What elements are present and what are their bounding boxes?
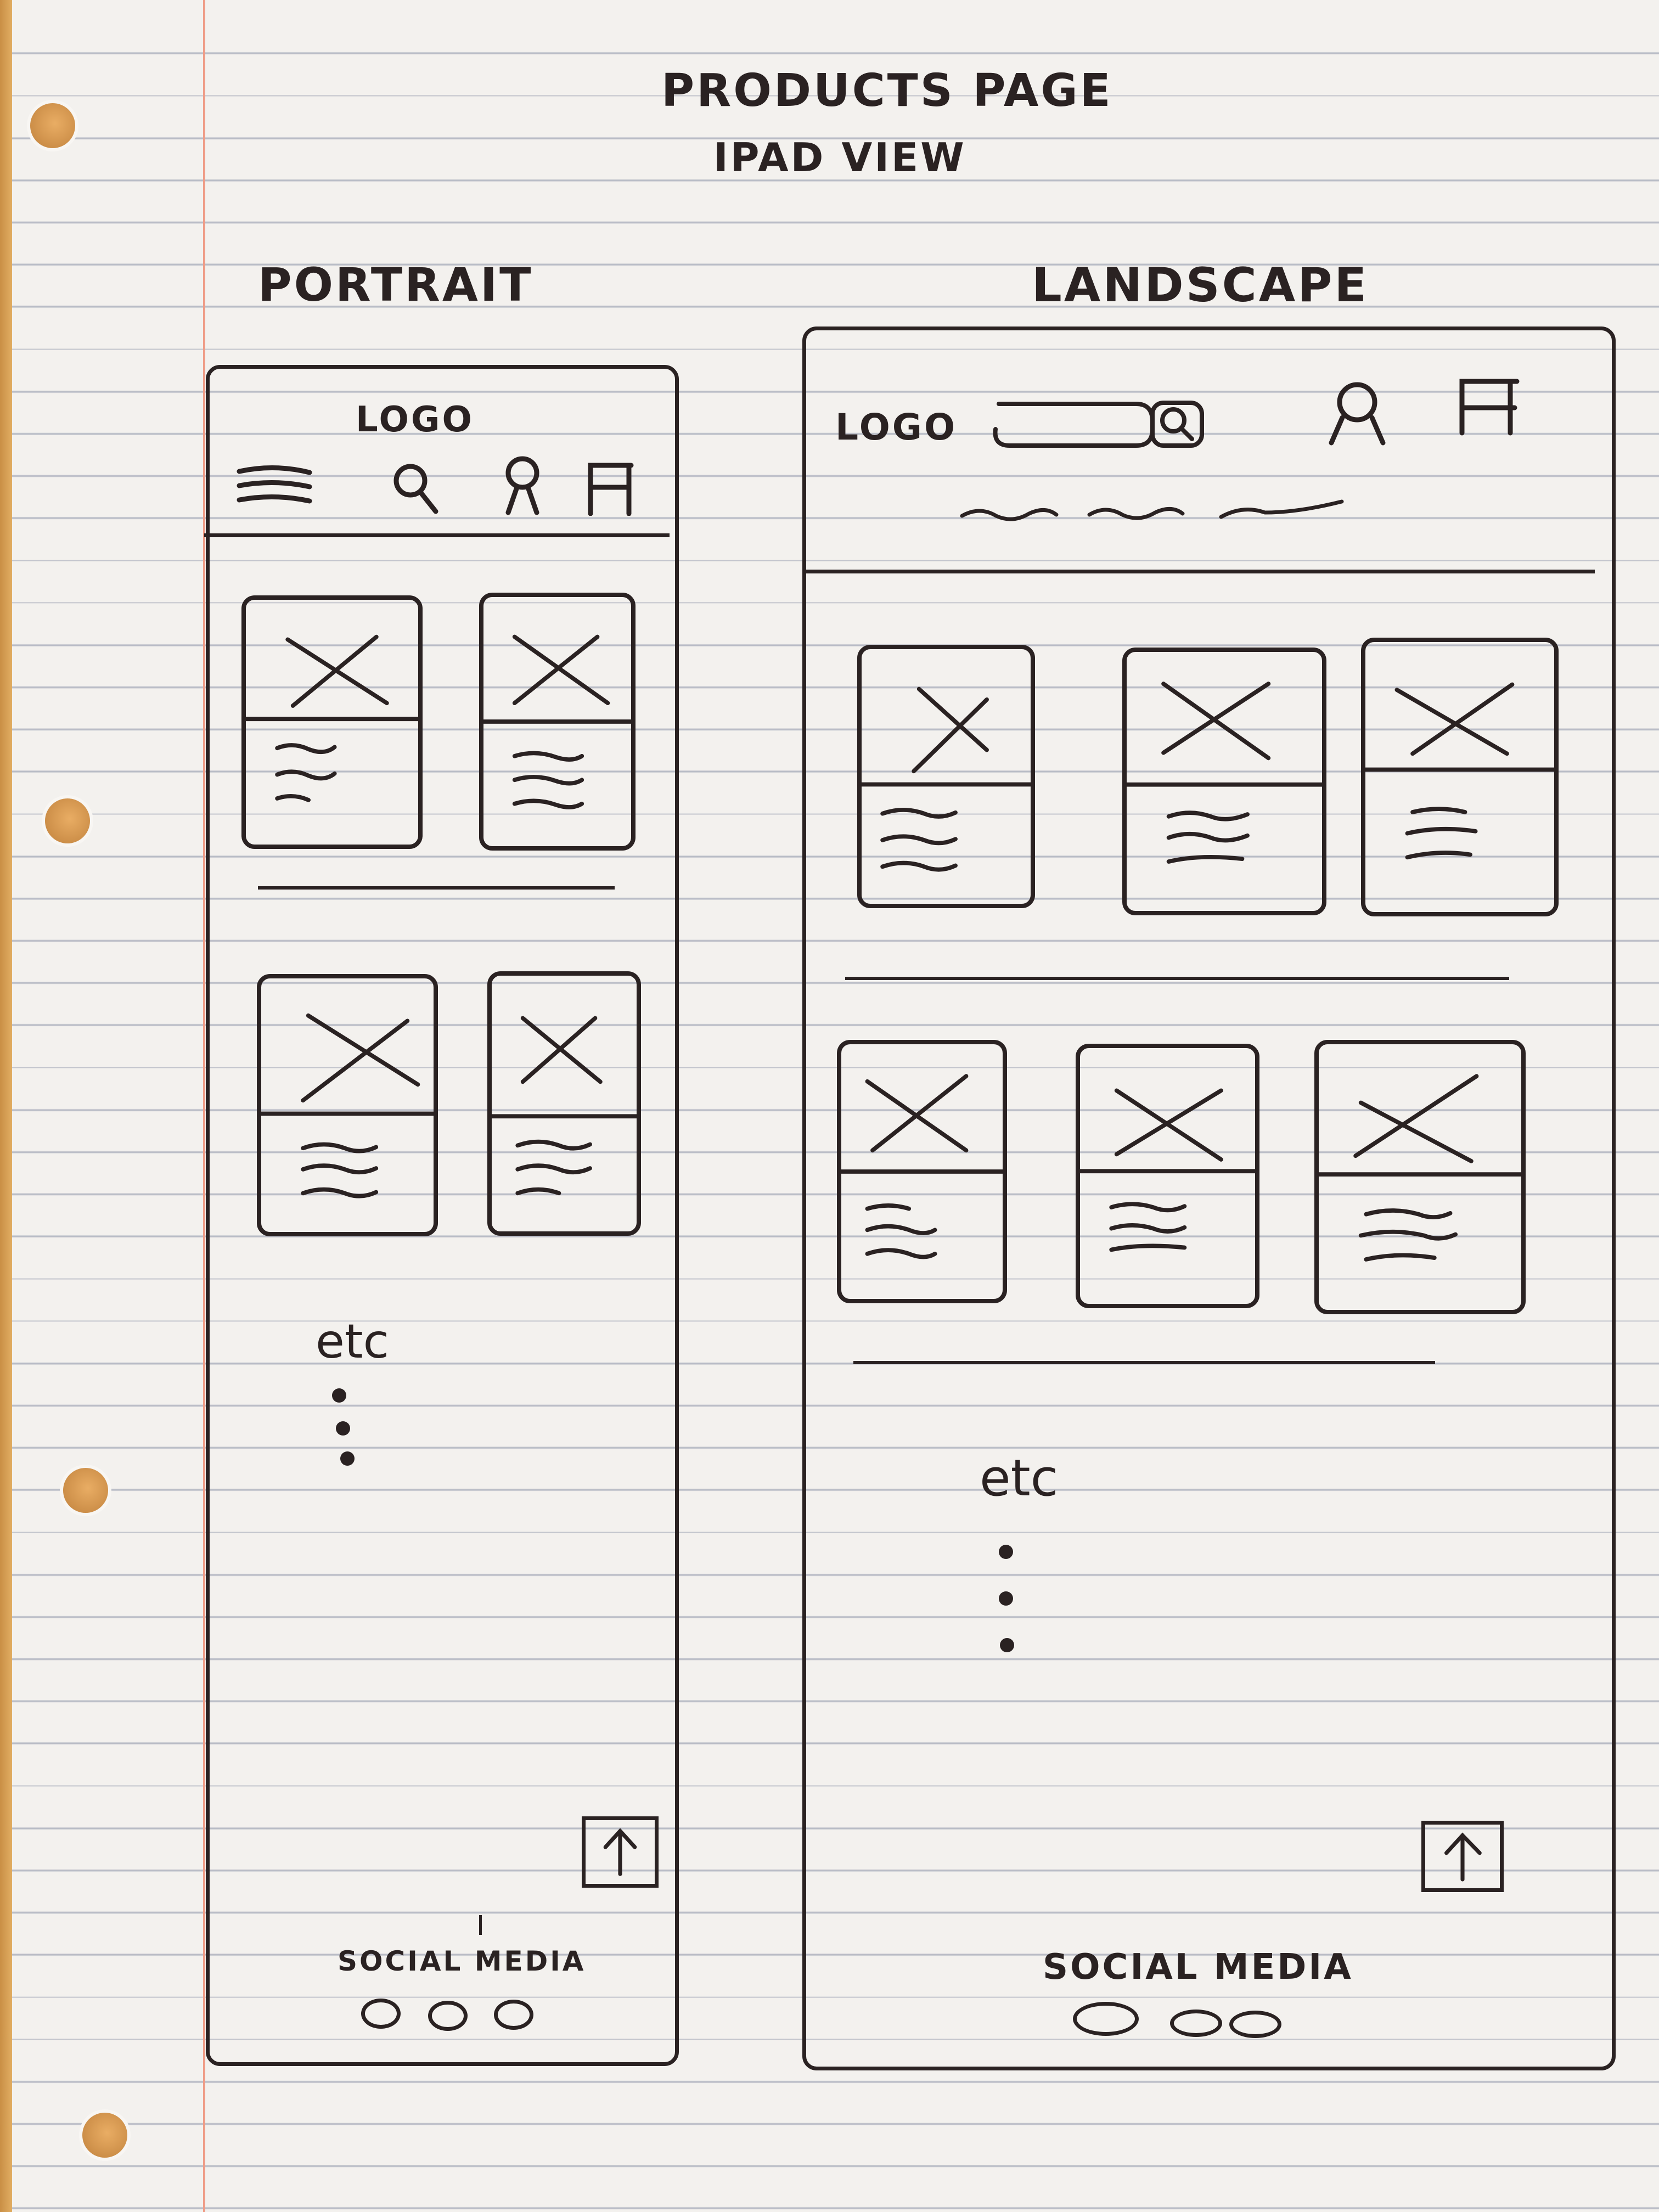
product-card[interactable]: [857, 645, 1035, 908]
portrait-heading: PORTRAIT: [258, 258, 533, 312]
binder-hole: [45, 798, 90, 843]
search-input[interactable]: [977, 395, 1213, 455]
row-divider: [258, 886, 615, 890]
margin-line: [203, 0, 205, 2212]
back-to-top-icon[interactable]: [582, 1816, 659, 1888]
landscape-social-label: SOCIAL MEDIA: [1043, 1947, 1353, 1988]
landscape-header-divider: [805, 570, 1595, 573]
product-card[interactable]: [257, 974, 438, 1236]
ellipsis-dot: [336, 1421, 350, 1436]
ellipsis-dot: [340, 1451, 355, 1466]
landscape-logo: LOGO: [835, 406, 958, 448]
ellipsis-dot: [999, 1591, 1013, 1606]
social-icon[interactable]: [1170, 2010, 1222, 2037]
portrait-logo: LOGO: [356, 399, 474, 440]
cart-icon[interactable]: [1455, 376, 1521, 436]
portrait-etc: etc: [316, 1314, 389, 1369]
ellipsis-dot: [999, 1545, 1013, 1559]
desk-edge: [0, 0, 12, 2212]
ellipsis-dot: [332, 1388, 346, 1403]
search-icon[interactable]: [391, 461, 440, 516]
back-to-top-icon[interactable]: [1421, 1821, 1504, 1892]
product-card[interactable]: [1076, 1044, 1259, 1308]
page-title: PRODUCTS PAGE: [661, 65, 1113, 117]
product-card[interactable]: [241, 595, 423, 849]
row-divider: [845, 977, 1509, 980]
ellipsis-dot: [1000, 1638, 1014, 1652]
cart-icon[interactable]: [585, 461, 634, 516]
portrait-frame: [206, 365, 679, 2066]
binder-hole: [82, 2113, 127, 2158]
user-icon[interactable]: [1321, 381, 1393, 447]
social-icon[interactable]: [428, 2001, 468, 2031]
page-subtitle: IPAD VIEW: [713, 134, 966, 181]
binder-hole: [63, 1468, 108, 1513]
product-card[interactable]: [479, 593, 636, 851]
product-card[interactable]: [837, 1040, 1007, 1303]
binder-hole: [30, 103, 75, 148]
landscape-etc: etc: [980, 1449, 1059, 1507]
social-icon[interactable]: [361, 1999, 401, 2029]
social-icon[interactable]: [1229, 2011, 1281, 2038]
product-card[interactable]: [487, 971, 641, 1236]
user-icon[interactable]: [500, 455, 544, 516]
nav-links[interactable]: [958, 494, 1353, 527]
portrait-header-divider: [204, 533, 670, 537]
menu-icon[interactable]: [236, 464, 313, 508]
social-icon[interactable]: [1073, 2002, 1139, 2036]
portrait-social-label: SOCIAL MEDIA: [338, 1945, 586, 1977]
social-icon[interactable]: [494, 2000, 533, 2030]
product-card[interactable]: [1314, 1040, 1526, 1314]
landscape-heading: LANDSCAPE: [1032, 258, 1369, 313]
landscape-frame: [802, 327, 1616, 2070]
product-card[interactable]: [1361, 638, 1559, 916]
product-card[interactable]: [1122, 648, 1326, 915]
pencil-tick: [479, 1915, 482, 1935]
row-divider: [853, 1361, 1435, 1364]
